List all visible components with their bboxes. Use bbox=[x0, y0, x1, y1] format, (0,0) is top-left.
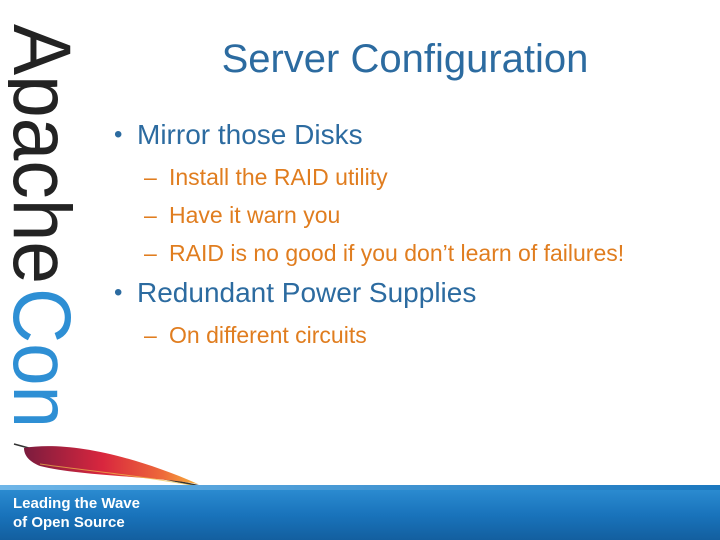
bullet-dot: • bbox=[114, 121, 123, 148]
dash-marker: – bbox=[144, 202, 157, 228]
footer-bar: Leading the Wave of Open Source bbox=[0, 485, 720, 540]
slide-title: Server Configuration bbox=[221, 37, 589, 81]
brand-con-text: Con bbox=[8, 288, 87, 428]
bullet-dot: • bbox=[114, 279, 123, 306]
sub-bullet-item: – RAID is no good if you don’t learn of … bbox=[112, 238, 672, 268]
bullet-item: • Redundant Power Supplies bbox=[112, 274, 672, 312]
sub-bullet-text: On different circuits bbox=[169, 322, 367, 348]
dash-marker: – bbox=[144, 240, 157, 266]
sub-bullet-item: – Install the RAID utility bbox=[112, 162, 672, 192]
bullet-item: • Mirror those Disks bbox=[112, 116, 672, 154]
slide-content: • Mirror those Disks – Install the RAID … bbox=[112, 114, 672, 350]
tagline: Leading the Wave of Open Source bbox=[13, 494, 140, 532]
sub-bullet-text: RAID is no good if you don’t learn of fa… bbox=[169, 240, 625, 266]
feather-icon bbox=[13, 443, 201, 487]
apachecon-logo: Apache Con bbox=[8, 24, 92, 434]
tagline-line-2: of Open Source bbox=[13, 514, 125, 531]
bullet-text: Redundant Power Supplies bbox=[137, 277, 477, 308]
brand-apache-text: Apache bbox=[8, 24, 87, 284]
sub-bullet-text: Have it warn you bbox=[169, 202, 341, 228]
dash-marker: – bbox=[144, 164, 157, 190]
sub-bullet-item: – On different circuits bbox=[112, 320, 672, 350]
dash-marker: – bbox=[144, 322, 157, 348]
sub-bullet-text: Install the RAID utility bbox=[169, 164, 388, 190]
sub-bullet-item: – Have it warn you bbox=[112, 200, 672, 230]
bullet-text: Mirror those Disks bbox=[137, 119, 363, 150]
tagline-line-1: Leading the Wave bbox=[13, 495, 140, 512]
